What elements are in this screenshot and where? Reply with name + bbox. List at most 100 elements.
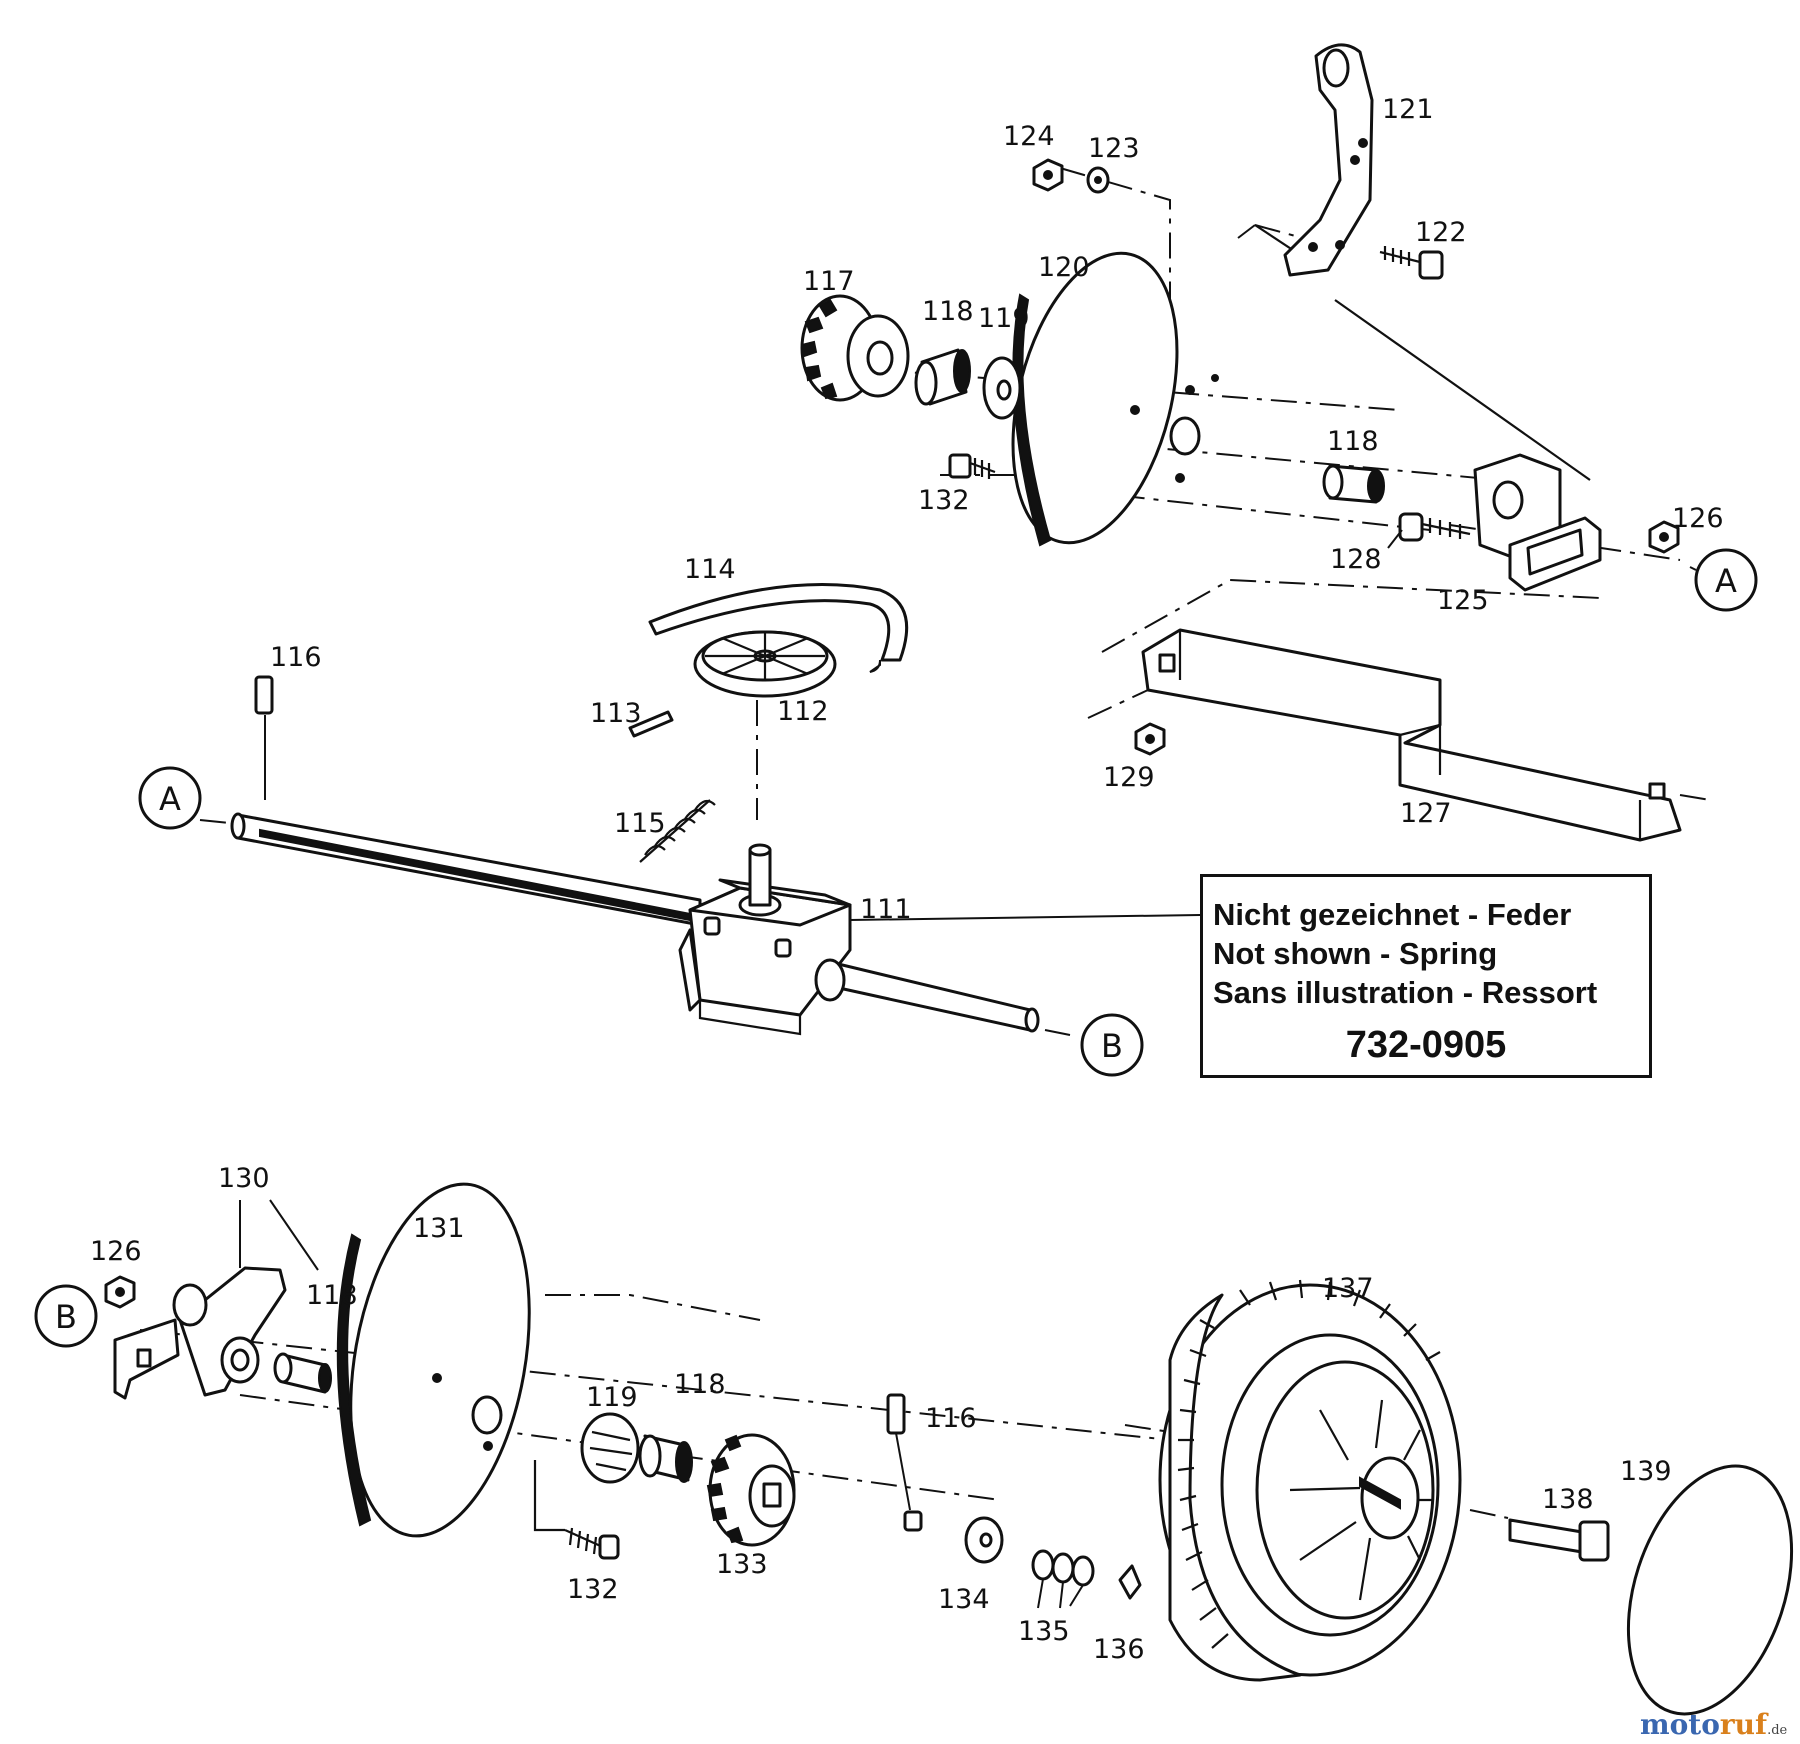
note-line-english: Not shown - Spring [1213, 936, 1498, 971]
svg-text:B: B [55, 1298, 77, 1336]
gearbox-111 [678, 843, 852, 1036]
bracket-125 [1473, 453, 1602, 592]
callout-136: 136 [1093, 1634, 1145, 1665]
callout-131: 131 [413, 1213, 465, 1244]
alignment-line [1469, 1509, 1509, 1519]
callout-125: 125 [1437, 585, 1489, 616]
callout-126-top: 126 [1672, 503, 1724, 534]
callout-118-a: 118 [922, 296, 974, 327]
washer-134 [964, 1516, 1004, 1564]
callout-124: 124 [1003, 121, 1055, 152]
alignment-line [199, 819, 231, 824]
callout-133: 133 [716, 1549, 768, 1580]
alignment-line [1044, 1029, 1071, 1036]
callout-132-top: 132 [918, 485, 970, 516]
axle-bolt-138 [1469, 1509, 1610, 1562]
axle-shaft [230, 812, 1040, 1033]
bushing-118-middle [1322, 464, 1385, 504]
reference-a-right: A [1689, 548, 1758, 612]
alignment-line [1334, 299, 1591, 481]
logo-tld: .de [1767, 1723, 1788, 1738]
callout-123: 123 [1088, 133, 1140, 164]
reference-b-left: B [34, 1284, 98, 1348]
key-116-top [254, 675, 274, 715]
alignment-line [545, 1294, 761, 1321]
callout-115: 115 [614, 808, 666, 839]
pulley-rim [336, 1233, 372, 1527]
callout-112: 112 [777, 696, 829, 727]
callout-139: 139 [1620, 1456, 1672, 1487]
note-box: Nicht gezeichnet - Feder Not shown - Spr… [1200, 874, 1652, 1078]
alignment-line [1087, 689, 1149, 719]
washer-119-bottom [580, 1412, 640, 1484]
alignment-line [1101, 578, 1601, 653]
callout-118-c: 118 [306, 1280, 358, 1311]
nut-126-top [1648, 520, 1680, 554]
bolt-122 [1379, 246, 1444, 280]
reference-a-left: A [138, 766, 202, 830]
callout-117: 117 [803, 266, 855, 297]
nut-126-bottom [104, 1275, 136, 1309]
key-116-bottom [886, 1393, 923, 1532]
upper-wheel-assembly [800, 43, 1711, 842]
logo-moto: moto [1640, 1708, 1720, 1741]
reference-b-right: B [1080, 1013, 1144, 1077]
callout-113: 113 [590, 698, 642, 729]
callout-114: 114 [684, 554, 736, 585]
washers-135 [1031, 1549, 1095, 1609]
callout-116-bottom: 116 [925, 1403, 977, 1434]
alignment-line [1254, 224, 1311, 241]
callout-138: 138 [1542, 1484, 1594, 1515]
belt-pulley-120 [1011, 251, 1219, 547]
drive-belt-114 [648, 583, 909, 673]
callout-119-bottom: 119 [586, 1382, 638, 1413]
nut-124 [1032, 158, 1064, 192]
screw-132-top [948, 453, 996, 479]
bushing-118-top [914, 348, 971, 406]
callout-labels: 111 112 113 114 115 116 116 117 118 118 … [90, 94, 1724, 1665]
note-line-german: Nicht gezeichnet - Feder [1213, 897, 1572, 932]
logo-ruf: ruf [1719, 1708, 1768, 1741]
svg-text:A: A [159, 780, 181, 818]
screw-132-bottom [533, 1460, 620, 1560]
gearbox-axle-assembly [199, 583, 1201, 1036]
callout-120: 120 [1038, 252, 1090, 283]
svg-text:B: B [1101, 1027, 1123, 1065]
spring-115 [639, 799, 716, 863]
washer-123 [1086, 166, 1110, 194]
motoruf-logo: motoruf.de [1640, 1708, 1787, 1741]
alignment-line [1679, 794, 1711, 801]
callout-121: 121 [1382, 94, 1434, 125]
svg-text:A: A [1715, 562, 1737, 600]
callout-132-bottom: 132 [567, 1574, 619, 1605]
callout-118-b: 118 [1327, 426, 1379, 457]
bolt-128 [1398, 512, 1471, 542]
lower-wheel-assembly [104, 1182, 1794, 1716]
belt-pulley-131 [336, 1182, 531, 1538]
callout-126-bottom: 126 [90, 1236, 142, 1267]
callout-111: 111 [860, 894, 912, 925]
wheel-137 [1158, 1279, 1462, 1682]
callout-137: 137 [1322, 1273, 1374, 1304]
hubcap-139 [1626, 1464, 1794, 1716]
leader-line [849, 914, 1201, 921]
spring-part-number: 732-0905 [1345, 1024, 1507, 1066]
pin-113 [628, 710, 674, 738]
bracket-130 [113, 1266, 287, 1400]
alignment-line [239, 1394, 1001, 1501]
bushing-118-bottom-right [638, 1434, 693, 1483]
callout-130: 130 [218, 1163, 270, 1194]
nut-129 [1134, 722, 1166, 756]
pulley-rim [1012, 293, 1052, 547]
alignment-line [1124, 1424, 1171, 1433]
callout-119-top: 119 [978, 303, 1030, 334]
bushing-118-bottom-left [273, 1352, 332, 1394]
retaining-clip-136 [1118, 1564, 1142, 1600]
callout-122: 122 [1415, 217, 1467, 248]
callout-135: 135 [1018, 1616, 1070, 1647]
callout-127: 127 [1400, 798, 1452, 829]
axle-bracket-127 [1087, 578, 1711, 842]
alignment-line [139, 1329, 1171, 1441]
drive-gear-117 [800, 294, 910, 402]
